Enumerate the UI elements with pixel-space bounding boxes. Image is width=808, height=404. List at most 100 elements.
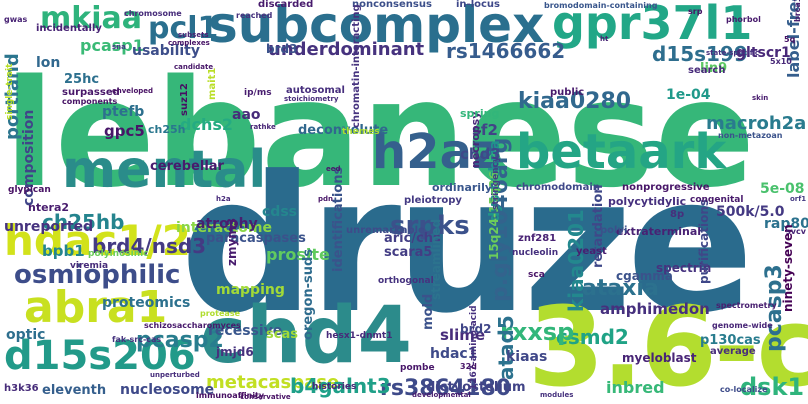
word: subcomplex — [208, 0, 545, 54]
word: brd2 — [460, 322, 492, 336]
word: congenital — [690, 195, 744, 205]
word: paracaspases — [206, 231, 306, 246]
word: prosite — [266, 245, 330, 264]
word: interactome — [176, 220, 272, 236]
word: cdss — [262, 204, 297, 220]
word: spectrometry — [716, 301, 777, 310]
word: gpc5 — [104, 122, 145, 140]
word: identifications — [331, 166, 346, 272]
word: optic — [6, 327, 46, 343]
word: jmjd6 — [216, 345, 254, 359]
word: in-locus — [456, 0, 500, 10]
word: genome-wide — [712, 321, 773, 330]
word: cgamma — [616, 269, 673, 283]
word: gltscr1 — [736, 45, 791, 61]
word: hesx1-dnmt1 — [326, 331, 393, 341]
word: polyinosinic — [88, 249, 149, 259]
word: pleiotropy — [404, 195, 462, 206]
word: ninety-seven — [781, 224, 795, 312]
word: p130cas — [700, 333, 761, 348]
word: nonconsensus — [352, 0, 432, 10]
word: 25hc — [64, 72, 100, 87]
word: co-localize — [720, 385, 768, 394]
word: hdac1 — [430, 346, 478, 362]
word: spring — [460, 107, 500, 120]
word: purifications — [697, 198, 711, 284]
word: ht — [600, 35, 609, 43]
word: 5q — [784, 35, 796, 44]
word: b4galnt3 — [290, 374, 391, 398]
word: public — [550, 87, 585, 98]
word: extraterminal — [616, 225, 702, 238]
word: recessive — [208, 323, 283, 339]
word: polycytidylic — [608, 195, 687, 208]
word: proteomics — [102, 295, 191, 311]
word: kiaa0280 — [518, 89, 632, 114]
word: candidate — [174, 63, 214, 71]
word: suz12 — [179, 83, 190, 116]
word: ip/ms — [244, 88, 272, 98]
word: orthogonal — [378, 276, 434, 286]
word: 1267-amino-acid — [469, 305, 479, 390]
word: csmd2 — [556, 325, 629, 349]
word: pdn — [318, 195, 334, 203]
word: bromodomain-containing — [544, 1, 658, 10]
word: lon — [36, 55, 61, 71]
word: chromodomain — [516, 182, 600, 193]
word: 1e-04 — [666, 87, 711, 103]
word: complexes — [168, 39, 210, 47]
word: mental — [62, 140, 267, 200]
word: ordinarily — [432, 181, 493, 194]
word: osmiophilic — [14, 260, 181, 290]
word: dsk1 — [740, 373, 805, 401]
word: macroh2a — [706, 113, 807, 134]
word: orf1 — [790, 195, 807, 203]
word: scas — [266, 327, 298, 342]
word: mkiaa — [40, 1, 142, 36]
word: spectrin — [656, 261, 712, 275]
word: skin — [752, 94, 769, 102]
word: stoichiometry — [284, 95, 339, 103]
word: betaark — [516, 124, 727, 180]
word: 500k/5.0 — [716, 204, 785, 220]
word: autosomal — [286, 85, 345, 96]
word: myeloblast — [622, 351, 697, 365]
word: chd4 — [200, 291, 412, 381]
word: brca1-a — [793, 0, 802, 22]
word: eleventh — [42, 383, 107, 398]
word: viremia — [70, 261, 109, 271]
word: lin9 — [700, 61, 728, 76]
word: eed — [326, 165, 341, 173]
word: svcv — [786, 227, 806, 236]
word: rs3864180 — [380, 376, 512, 401]
word: incidentally — [36, 23, 102, 34]
word: h3k36 — [4, 383, 39, 394]
word: kiaas — [506, 349, 548, 365]
word: 8p — [670, 209, 685, 220]
word: modules — [540, 391, 574, 399]
word: necropsy — [469, 111, 482, 168]
word: druze — [180, 136, 754, 355]
word: lebanese — [4, 48, 756, 220]
word: fak-src-cas — [112, 335, 162, 344]
word: glypican — [8, 185, 51, 195]
word: abra1 — [24, 282, 168, 333]
word: reached — [236, 11, 273, 20]
word: d15s206 — [4, 333, 196, 379]
word: underdominant — [268, 39, 425, 60]
word: rxxsp — [500, 318, 575, 346]
word: search — [688, 65, 726, 76]
word: surpassed — [62, 87, 120, 98]
word: deconvolute — [298, 123, 389, 138]
word: conservative — [240, 393, 291, 401]
word: brd3 — [266, 42, 298, 56]
word: chromatin-interacting — [351, 4, 362, 128]
word: state-specific — [706, 49, 760, 57]
word: d15s199 — [652, 42, 748, 66]
word: yeast — [576, 246, 607, 257]
word: zmym3 — [225, 217, 239, 266]
word: slime — [440, 326, 486, 344]
word: unremarkable — [346, 225, 425, 236]
word: srp — [688, 7, 703, 16]
word: cerebellar — [150, 159, 224, 174]
